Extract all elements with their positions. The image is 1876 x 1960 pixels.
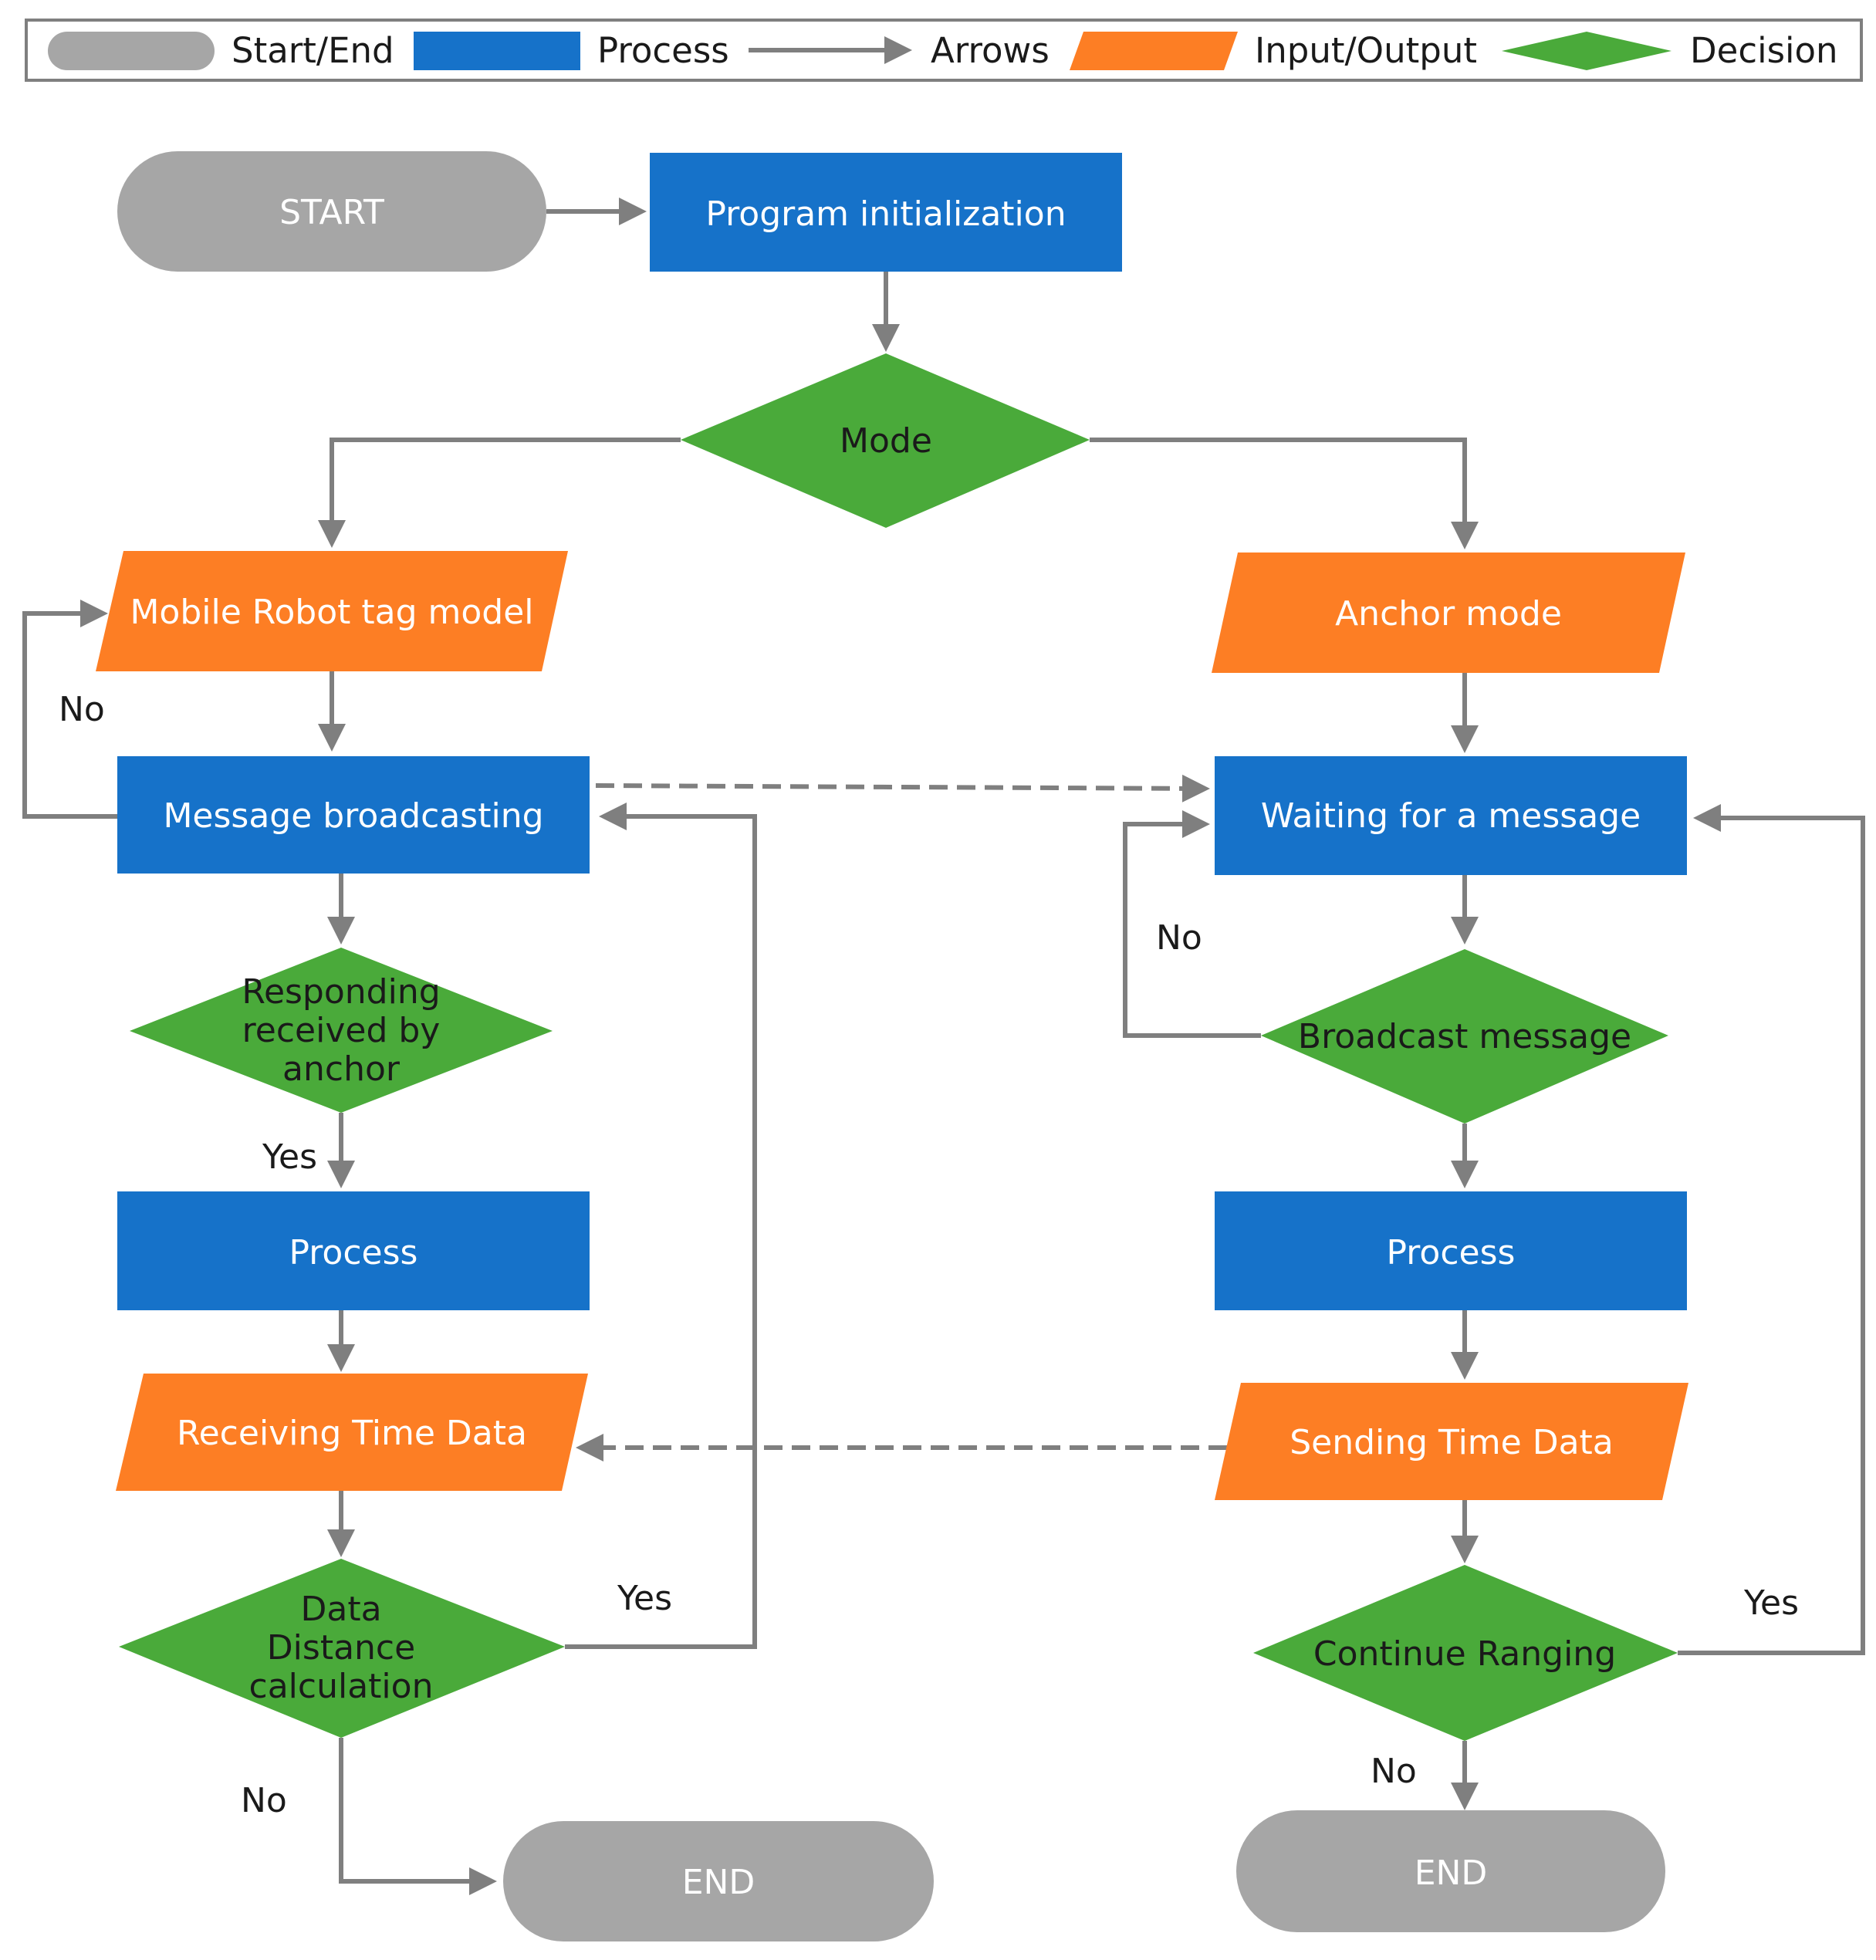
node-receiving-time-data: Receiving Time Data	[116, 1374, 588, 1491]
node-tag-model: Mobile Robot tag model	[96, 551, 568, 671]
node-mode-decision: Mode	[681, 353, 1090, 528]
node-program-initialization: Program initialization	[650, 153, 1122, 272]
node-data-distance-label-line2: Distance	[267, 1628, 415, 1668]
arrow-data-to-end	[339, 1738, 497, 1895]
legend-start-end-swatch	[48, 32, 215, 70]
node-data-distance-label-line3: calculation	[249, 1667, 434, 1706]
edge-labels: No Yes Yes No No Yes No	[59, 690, 1799, 1820]
node-process-right-label: Process	[1387, 1233, 1516, 1272]
node-broadcast-message-label: Broadcast message	[1298, 1017, 1631, 1056]
node-mode-label: Mode	[840, 421, 932, 461]
node-responding-label-line1: Responding	[242, 972, 440, 1012]
node-receiving-time-data-label: Receiving Time Data	[177, 1414, 527, 1453]
legend-process-label: Process	[597, 30, 729, 71]
edge-label-responding-yes: Yes	[262, 1137, 317, 1177]
node-waiting-for-message: Waiting for a message	[1215, 756, 1687, 875]
legend-decision-swatch	[1502, 32, 1671, 70]
legend-decision-label: Decision	[1690, 30, 1838, 71]
node-process-left-label: Process	[289, 1233, 418, 1272]
node-sending-time-data: Sending Time Data	[1215, 1383, 1688, 1500]
legend-input-output-label: Input/Output	[1255, 30, 1477, 71]
node-sending-time-data-label: Sending Time Data	[1290, 1423, 1614, 1462]
edge-label-data-no: No	[241, 1781, 287, 1820]
node-process-right: Process	[1215, 1191, 1687, 1310]
edge-label-broadcast-no: No	[1156, 918, 1202, 958]
arrow-broadcasting-loop	[22, 600, 117, 819]
arrow-mode-to-anchor	[1090, 438, 1479, 549]
arrow-data-yes-loop	[565, 803, 757, 1649]
node-program-initialization-label: Program initialization	[705, 194, 1066, 234]
node-data-distance-label-line1: Data	[300, 1590, 381, 1629]
node-waiting-for-message-label: Waiting for a message	[1261, 796, 1641, 836]
node-process-left: Process	[117, 1191, 590, 1310]
edge-label-tag-no: No	[59, 690, 105, 729]
node-end-left-label: END	[682, 1863, 755, 1902]
node-end-left: END	[503, 1821, 934, 1941]
legend-arrows-label: Arrows	[931, 30, 1050, 71]
legend-process-swatch	[414, 32, 580, 70]
edge-label-continue-no: No	[1371, 1752, 1417, 1791]
edge-label-continue-yes: Yes	[1743, 1583, 1799, 1623]
legend: Start/End Process Arrows Input/Output De…	[25, 19, 1863, 82]
node-message-broadcasting-label: Message broadcasting	[163, 796, 543, 836]
connectors	[22, 198, 1865, 1895]
node-tag-model-label: Mobile Robot tag model	[130, 593, 533, 632]
node-responding-decision: Responding received by anchor	[130, 948, 553, 1113]
node-start: START	[117, 151, 546, 272]
node-continue-ranging-label: Continue Ranging	[1313, 1634, 1616, 1674]
node-end-right-label: END	[1415, 1854, 1488, 1893]
node-responding-label-line3: anchor	[282, 1049, 401, 1089]
node-start-label: START	[279, 193, 384, 232]
node-continue-ranging-decision: Continue Ranging	[1253, 1565, 1678, 1741]
arrow-continue-yes-loop	[1678, 804, 1865, 1655]
legend-start-end-label: Start/End	[232, 30, 394, 71]
edge-label-data-yes: Yes	[617, 1579, 672, 1618]
arrow-broadcast-no-loop	[1123, 810, 1261, 1038]
dashed-broadcast-to-waiting	[595, 774, 1210, 803]
node-broadcast-message-decision: Broadcast message	[1261, 949, 1668, 1124]
node-message-broadcasting: Message broadcasting	[117, 756, 590, 874]
node-responding-label-line2: received by	[242, 1011, 441, 1050]
arrow-mode-to-tag	[318, 438, 681, 548]
node-anchor-mode: Anchor mode	[1212, 553, 1685, 673]
node-data-distance-decision: Data Distance calculation	[119, 1559, 565, 1738]
legend-input-output-swatch	[1070, 32, 1238, 70]
node-end-right: END	[1236, 1810, 1665, 1932]
node-anchor-mode-label: Anchor mode	[1335, 594, 1562, 634]
